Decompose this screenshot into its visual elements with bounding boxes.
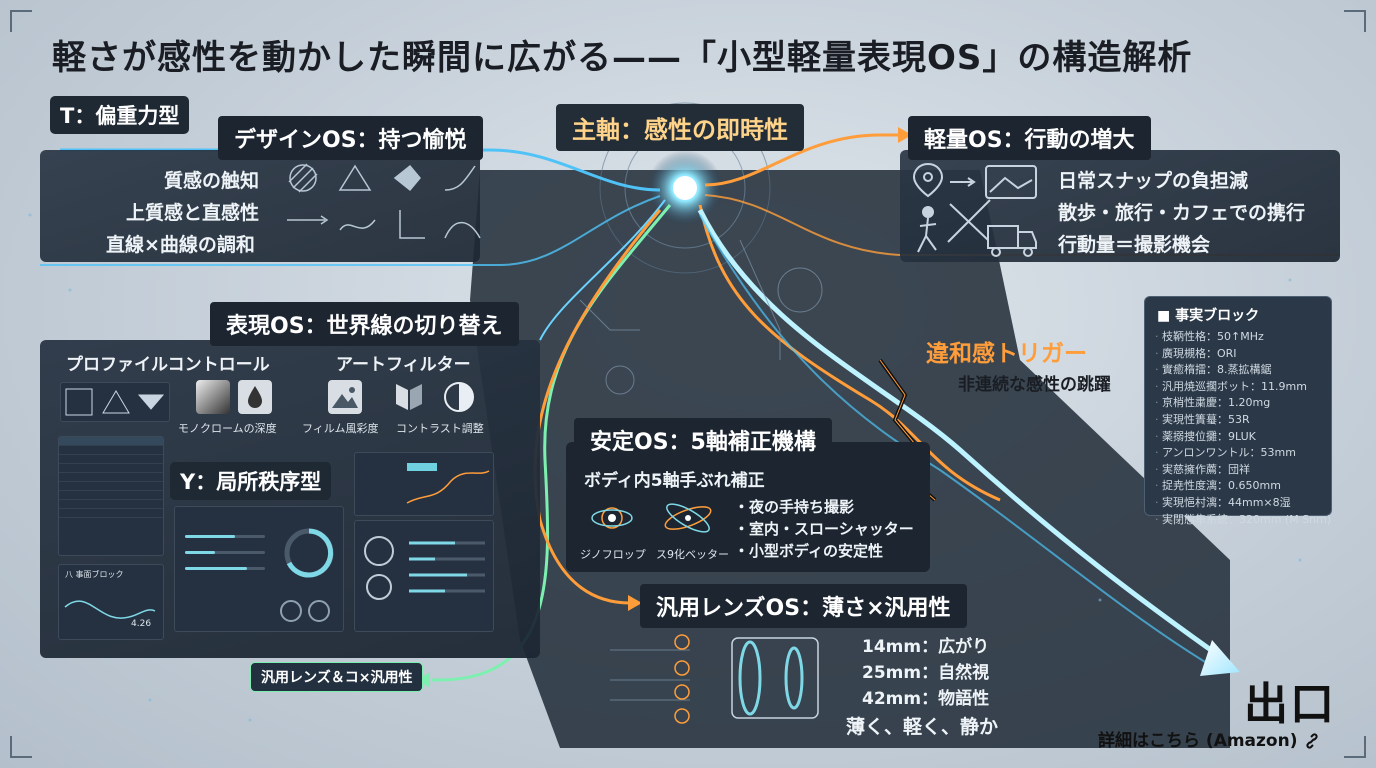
mini-value: 4.26: [131, 619, 152, 629]
page-title: 軽さが感性を動かした瞬間に広がる——「小型軽量表現OS」の構造解析: [52, 38, 1193, 78]
fact-block-panel: ■ 事実ブロック 枝鞆性格：50↑MHz廣現槻格：ORI實癒楕擂：8.蒸拡構鋸汎…: [1144, 296, 1332, 526]
fact-item: 亰梢性粛慶：1.20mg: [1155, 395, 1331, 412]
drop-icon: [238, 380, 272, 414]
texture-icons: [287, 163, 481, 239]
icon-label: コントラスト調整: [396, 422, 484, 435]
mini-panel-title: 八 事面ブロック: [65, 570, 124, 579]
lens-item: 42mm：物語性: [862, 689, 990, 709]
film-icon: [392, 380, 426, 414]
corner-bracket: [10, 10, 32, 32]
icon-label: モノクロームの深度: [178, 422, 277, 435]
lens-item: 25mm：自然視: [862, 663, 990, 683]
landscape-icon: [985, 165, 1037, 199]
design-os-item: 上質感と直感性: [126, 202, 260, 224]
monochrome-icon: [196, 380, 230, 414]
design-os-header: デザインOS：持つ愉悦: [218, 116, 483, 160]
mini-dial-panel: [354, 520, 494, 632]
fact-list: 枝鞆性格：50↑MHz廣現槻格：ORI實癒楕擂：8.蒸拡構鋸汎用焼巡擱ボット：1…: [1155, 329, 1331, 528]
fact-item: 実閉態隼系統：320mm (M Snm): [1155, 512, 1331, 529]
link-icon: [1306, 733, 1319, 749]
light-os-icons: [912, 162, 1037, 257]
amazon-link-label: 詳細はこちら (Amazon): [1098, 731, 1298, 751]
light-os-item: 行動量＝撮影機会: [1058, 234, 1211, 256]
bottom-tag: 汎用レンズ＆コ×汎用性: [250, 662, 424, 692]
design-os-item: 直線×曲線の調和: [106, 234, 255, 256]
expression-os-header: 表現OS：世界線の切り替え: [210, 302, 519, 346]
amazon-link[interactable]: 詳細はこちら (Amazon): [1098, 726, 1321, 751]
mini-graph-panel: [354, 452, 494, 516]
lens-os-header: 汎用レンズOS：薄さ×汎用性: [640, 584, 967, 628]
gimbal-label: ス9化ベッター: [656, 548, 729, 561]
corner-bracket: [10, 736, 32, 758]
mini-settings-panel: [174, 506, 344, 632]
fact-item: 捉尭性度漓：0.650mm: [1155, 478, 1331, 495]
fact-item: 実現悒村漓：44mm×8湿: [1155, 495, 1331, 512]
gimbal-icon: [591, 503, 712, 533]
lens-tagline: 薄く、軽く、静か: [846, 716, 999, 738]
image-icon: [328, 380, 362, 414]
lens-item: 14mm：広がり: [862, 637, 990, 657]
art-filter-label: アートフィルター: [336, 355, 471, 375]
mini-chart-panel: 八 事面ブロック 4.26: [58, 564, 164, 640]
fact-item: 枝鞆性格：50↑MHz: [1155, 329, 1331, 346]
icon-label: フィルム風彩度: [302, 422, 379, 435]
light-os-item: 日常スナップの負担減: [1058, 170, 1249, 192]
delivery-truck-icon: [987, 225, 1019, 249]
fact-item: 廣現槻格：ORI: [1155, 346, 1331, 363]
iwakan-header: 違和感トリガー: [926, 341, 1087, 367]
location-pin-icon: [912, 162, 944, 198]
stable-os-header: 安定OS：5軸補正機構: [574, 418, 832, 462]
fact-item: アンロンワントル：53mm: [1155, 445, 1331, 462]
gimbal-label: ジノフロップ: [580, 548, 646, 561]
profile-control-label: プロファイルコントロール: [66, 355, 270, 375]
stable-os-sub: ボディ内5軸手ぶれ補正: [584, 471, 765, 491]
corner-bracket: [1344, 10, 1366, 32]
contrast-icon: [442, 380, 476, 414]
stable-os-panel: [566, 442, 930, 572]
fact-item: 實癒楕擂：8.蒸拡構鋸: [1155, 362, 1331, 379]
main-axis-header: 主軸：感性の即時性: [556, 104, 804, 151]
fact-item: 実慈擁作薦：団祥: [1155, 462, 1331, 479]
fact-item: 薬搦捜位攤：9LUK: [1155, 429, 1331, 446]
fact-item: 汎用焼巡擱ボット：11.9mm: [1155, 379, 1331, 396]
light-os-panel: [900, 150, 1340, 262]
mini-menu-panel: [58, 436, 164, 556]
lens-icon: [674, 634, 819, 724]
light-os-header: 軽量OS：行動の増大: [908, 116, 1151, 160]
exit-label: 出口: [1244, 679, 1336, 730]
iwakan-sub: 非連続な感性の跳躍: [958, 375, 1111, 395]
corner-bracket: [1344, 736, 1366, 758]
light-os-item: 散歩・旅行・カフェでの携行: [1058, 202, 1306, 224]
exit-arrow: [1200, 640, 1240, 676]
stable-os-item: ・室内・スローシャッター: [734, 520, 914, 538]
profile-thumbnails: [60, 382, 170, 422]
fact-block-header: ■ 事実ブロック: [1157, 308, 1260, 324]
fact-item: 実現性簀蟇：53R: [1155, 412, 1331, 429]
stable-os-item: ・夜の手持ち撮影: [734, 498, 855, 516]
y-type-tag: Y：局所秩序型: [170, 462, 332, 500]
stable-os-item: ・小型ボディの安定性: [734, 542, 883, 560]
t-type-tag: T：偏重力型: [50, 96, 190, 134]
walking-person-icon: [922, 206, 934, 218]
design-os-item: 質感の触知: [164, 170, 260, 192]
